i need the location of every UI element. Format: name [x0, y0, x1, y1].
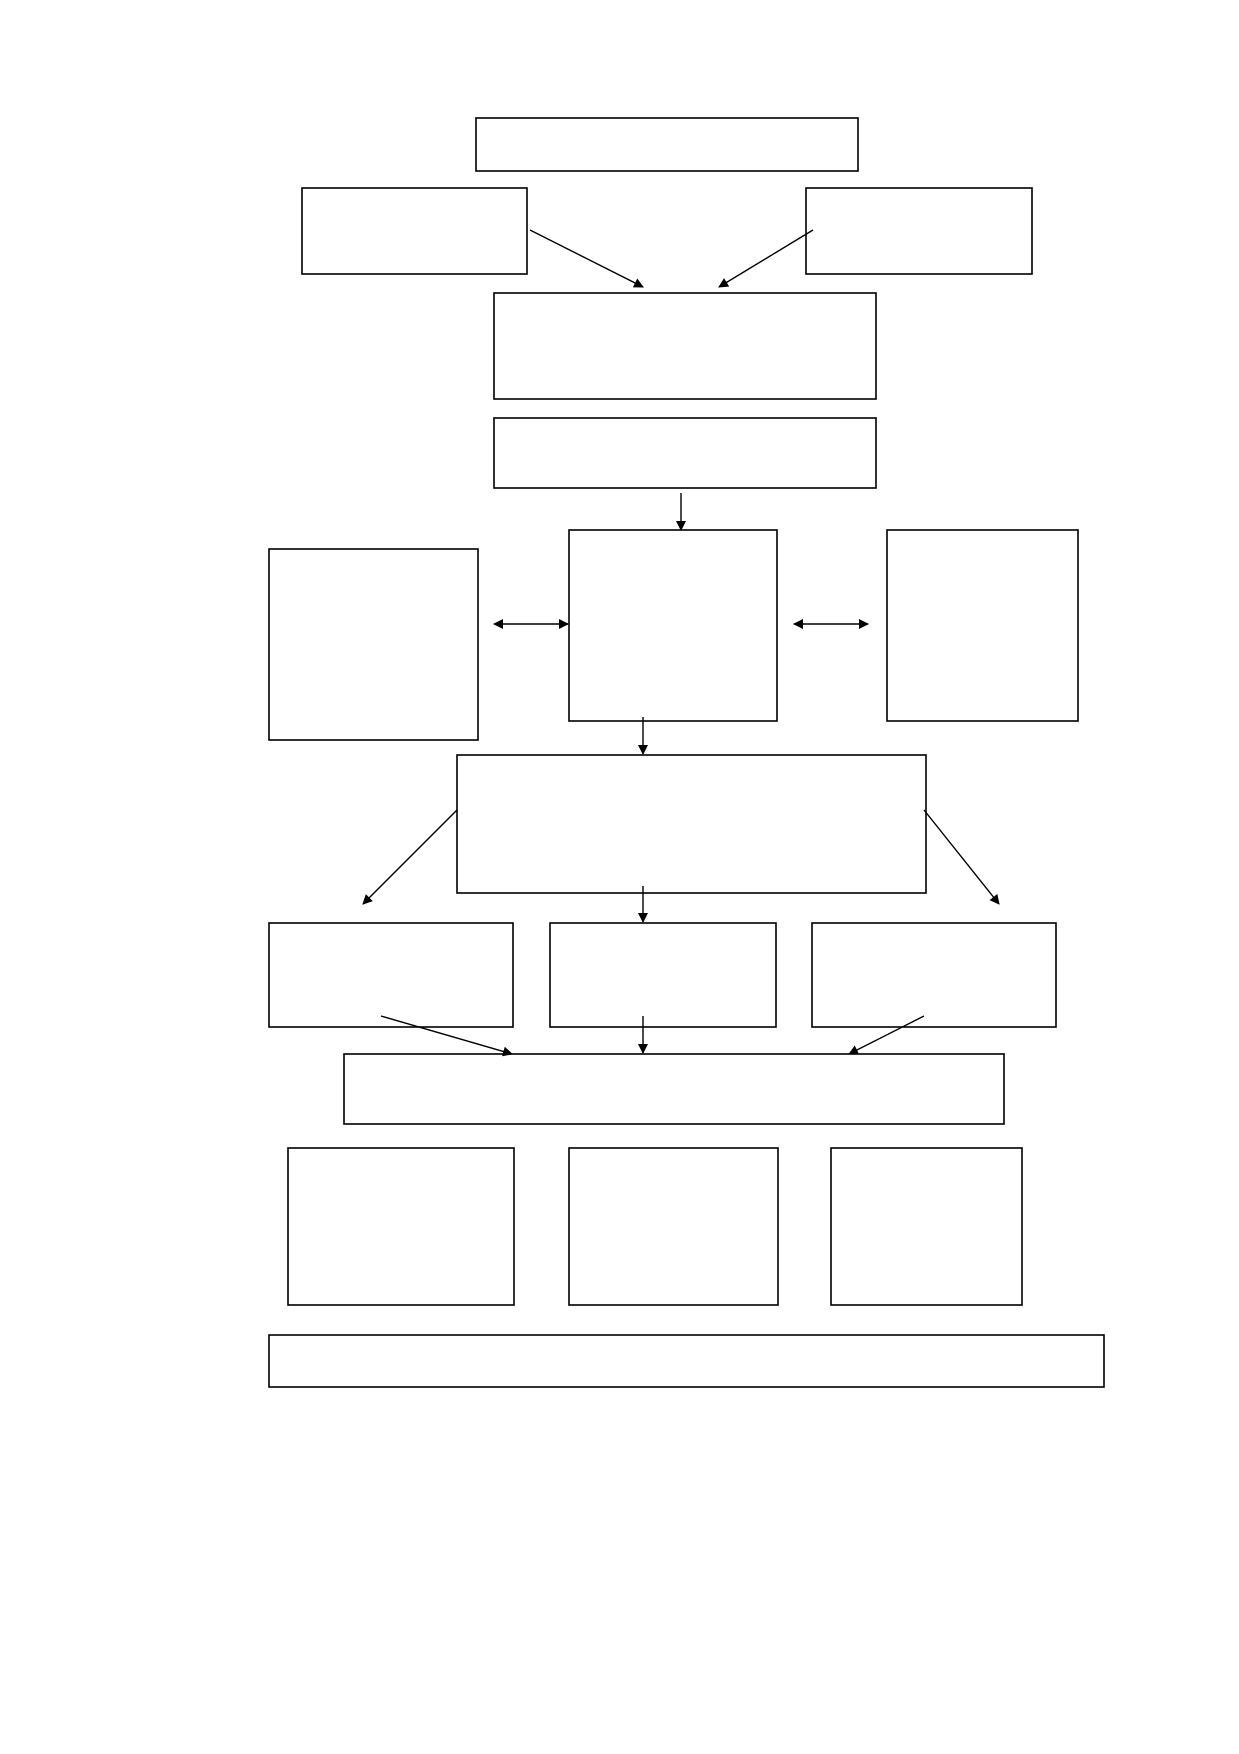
box-center-block — [568, 529, 778, 722]
box-collect-block — [343, 1053, 1005, 1125]
box-footer-block — [268, 1334, 1105, 1388]
box-merge-block — [493, 292, 877, 400]
box-branch-left — [268, 922, 514, 1028]
box-right-side-block — [886, 529, 1079, 722]
box-bottom-center — [568, 1147, 779, 1306]
flowchart-boxes — [268, 117, 1105, 1388]
box-branch-center — [549, 922, 777, 1028]
box-top-right-input — [805, 187, 1033, 275]
box-top-title — [475, 117, 859, 172]
flowchart-connectors — [362, 229, 1000, 1057]
box-bottom-left — [287, 1147, 515, 1306]
arrow-branch-right-to-collect — [848, 1015, 925, 1055]
box-left-side-block — [268, 548, 479, 741]
box-bottom-right — [830, 1147, 1023, 1306]
arrow-top-right-to-merge — [718, 229, 814, 288]
box-wide-middle-block — [456, 754, 927, 894]
arrow-branch-left-to-collect — [380, 1015, 513, 1057]
box-top-left-input — [301, 187, 528, 275]
arrow-top-left-to-merge — [529, 229, 644, 288]
arrow-wide-middle-to-branch-right — [923, 809, 1000, 905]
arrow-wide-middle-to-branch-left — [362, 809, 458, 905]
box-process-block — [493, 417, 877, 489]
box-branch-right — [811, 922, 1057, 1028]
